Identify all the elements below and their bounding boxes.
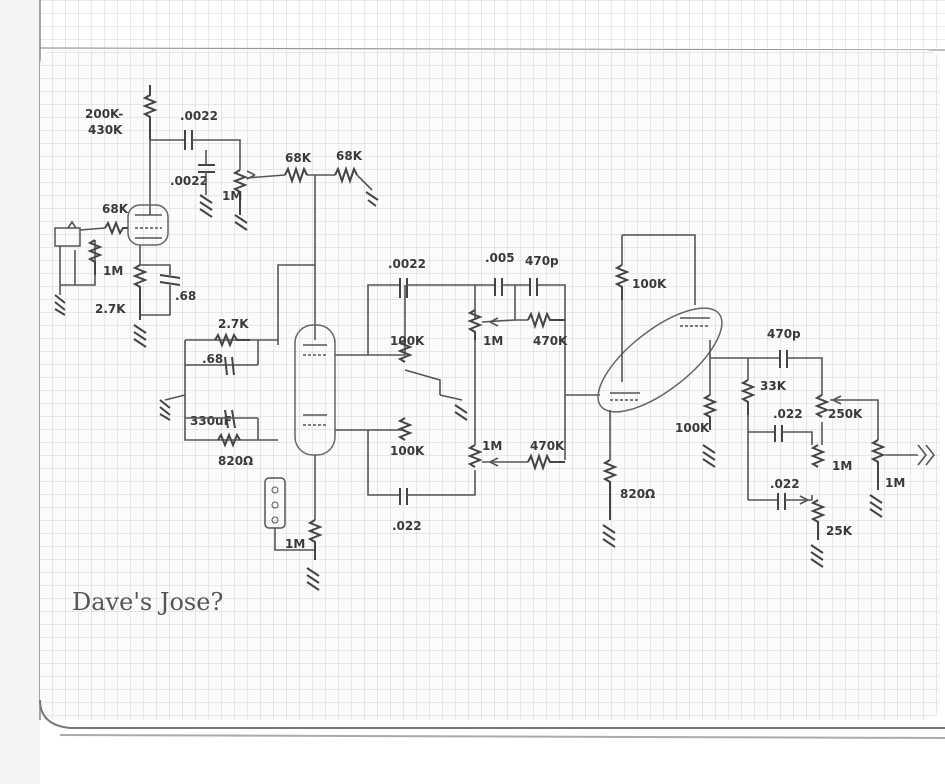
label-r-out: 100K — [675, 421, 710, 435]
resistor-plate2b — [397, 417, 413, 441]
label-r-cath2: 2.7K — [218, 317, 249, 331]
resistor-plate1 — [142, 85, 158, 140]
stage-two: 2.7K .68 330uF 820Ω 1M 100K — [159, 251, 600, 591]
resistor-grid2 — [307, 519, 323, 560]
label-r-cath1: 2.7K — [95, 302, 126, 316]
resistor-68k-b — [334, 165, 358, 185]
label-c-cath1: .68 — [175, 289, 196, 303]
label-c2: .0022 — [170, 174, 208, 188]
label-r-b: 68K — [336, 149, 363, 163]
top-page-edge — [39, 0, 945, 51]
capacitor-c6 — [529, 278, 538, 296]
label-r-out2: 1M — [885, 476, 905, 490]
label-c-cath3: 330uF — [190, 414, 232, 428]
label-c-cath2: .68 — [202, 352, 223, 366]
label-r-p2a: 100K — [390, 334, 425, 348]
label-r-p3: 100K — [632, 277, 667, 291]
resistor-470k-b — [527, 452, 565, 472]
label-r-grid: 1M — [103, 264, 123, 278]
resistor-68k-a — [284, 165, 308, 185]
label-r-cath4: 820Ω — [620, 487, 655, 501]
label-r-plate1: 200K- — [85, 107, 123, 121]
capacitor-cathode1 — [159, 274, 181, 286]
label-c4: .022 — [392, 519, 422, 533]
label-r-pot1: 1M — [222, 189, 242, 203]
label-r-25: 25K — [826, 524, 853, 538]
label-c6: 470p — [525, 254, 559, 268]
label-r-470b: 470K — [530, 439, 565, 453]
pot-one — [232, 169, 248, 215]
resistor-plate2a — [397, 339, 413, 363]
pot-mid — [810, 444, 826, 468]
diagram-title: Dave's Jose? — [72, 588, 223, 616]
label-r-250: 250K — [828, 407, 863, 421]
label-r-p2b: 100K — [390, 444, 425, 458]
label-r-a: 68K — [285, 151, 312, 165]
graph-paper — [39, 50, 945, 739]
resistor-cathode1 — [132, 264, 148, 320]
output-jack-icon — [917, 444, 936, 466]
resistor-grid — [87, 239, 103, 275]
label-r-470a: 470K — [533, 334, 568, 348]
label-c8: .022 — [773, 407, 803, 421]
resistor-output — [702, 394, 718, 430]
label-c5: .005 — [485, 251, 515, 265]
pot-two — [467, 309, 483, 340]
label-r-pot2: 1M — [483, 334, 503, 348]
ground-symbol — [199, 194, 213, 218]
label-c3: .0022 — [388, 257, 426, 271]
label-r-pot3: 1M — [482, 439, 502, 453]
stage-one: 200K- 430K .0022 .0022 1M 68K 68K — [54, 85, 379, 348]
capacitor-c3 — [399, 278, 408, 298]
capacitor-c8 — [774, 425, 783, 442]
capacitor-c7 — [779, 350, 788, 368]
resistor-plate3 — [614, 264, 630, 300]
resistor-33k — [740, 379, 756, 415]
label-r-pot4: 1M — [832, 459, 852, 473]
binding-margin — [0, 0, 40, 784]
capacitor-c4 — [399, 488, 408, 505]
label-c9: .022 — [770, 477, 800, 491]
stage-three: 100K 820Ω 100K — [597, 234, 780, 548]
pot-three — [467, 444, 483, 468]
label-c1: .0022 — [180, 109, 218, 123]
label-c7: 470p — [767, 327, 801, 341]
capacitor-cathode2 — [224, 356, 235, 376]
resistor-cathode2 — [214, 332, 250, 348]
resistor-cathode4 — [602, 459, 618, 520]
capacitor-cathode3 — [224, 409, 236, 429]
pot-treble — [814, 394, 830, 418]
label-r-gnd2: 1M — [285, 537, 305, 551]
resistor-470k-a — [527, 310, 565, 330]
tube-three — [597, 307, 723, 413]
capacitor-c5 — [494, 278, 503, 296]
label-r-cath3: 820Ω — [218, 454, 253, 468]
capacitor-c9 — [777, 493, 786, 510]
tube-one — [127, 204, 169, 246]
resistor-cathode3 — [217, 432, 241, 448]
resistor-25k — [810, 499, 826, 540]
resistor-input — [104, 220, 128, 236]
input-jack-icon — [54, 220, 81, 247]
pot-volume — [870, 439, 886, 490]
label-r-in: 68K — [102, 202, 129, 216]
label-r-plate1b: 430K — [88, 123, 123, 137]
tone-stack: 470p 33K .022 .022 250K 1M 25K 1M — [740, 327, 936, 568]
label-r-33: 33K — [760, 379, 787, 393]
